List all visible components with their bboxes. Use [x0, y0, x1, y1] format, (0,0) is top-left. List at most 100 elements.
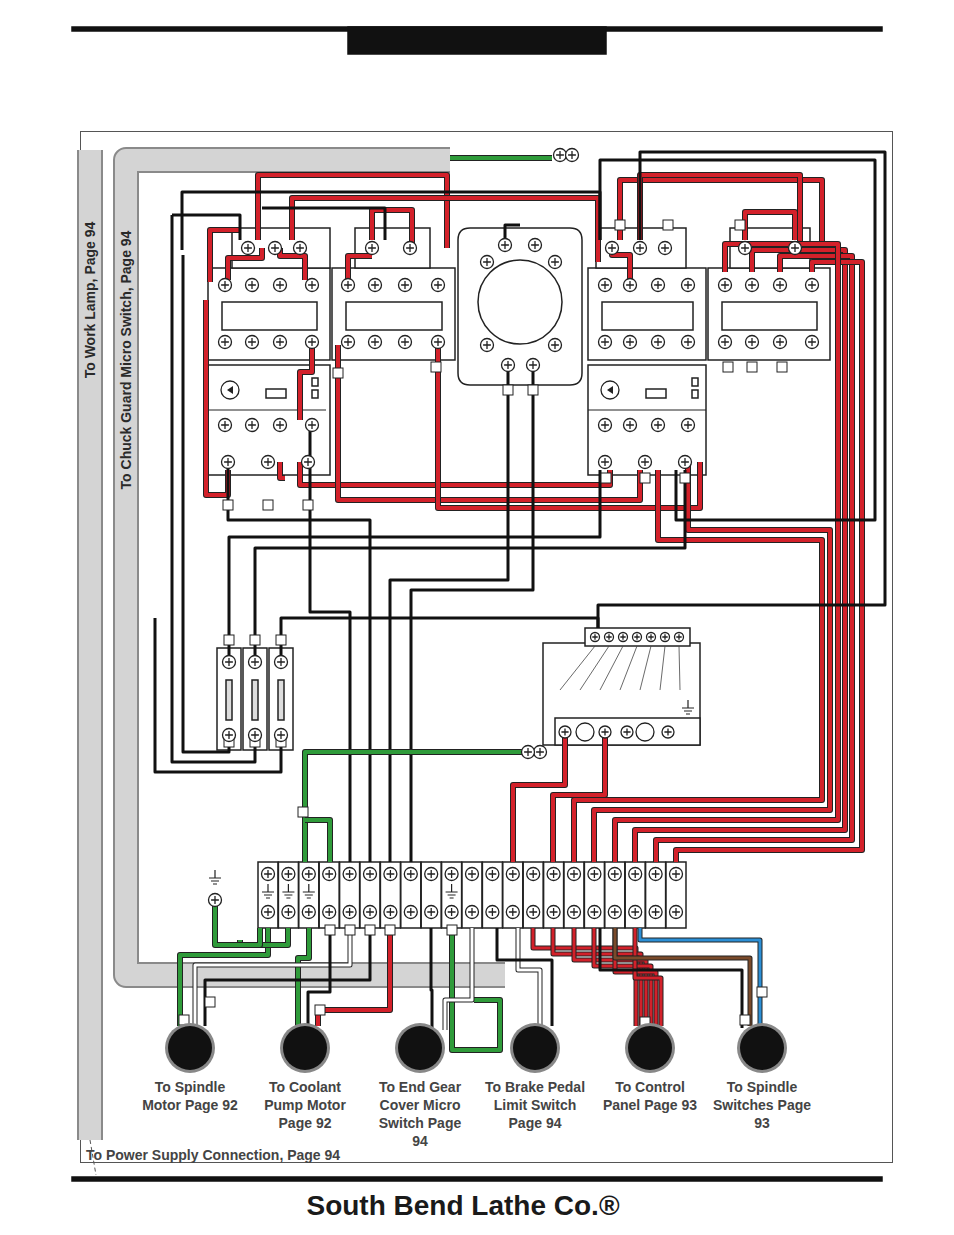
- screw-slot: [626, 281, 634, 289]
- screw-slot: [601, 281, 609, 289]
- black-wire: [431, 928, 432, 1030]
- white-wire-outline: [445, 928, 472, 1030]
- wire-marker: [528, 385, 538, 395]
- black-wire: [281, 618, 598, 662]
- conduit-label: To Chuck Guard Micro Switch, Page 94: [118, 231, 134, 490]
- black-wire: [183, 255, 229, 752]
- screw-slot: [748, 338, 756, 346]
- terminal-screw: [547, 868, 560, 881]
- red-wire-outline: [676, 262, 862, 862]
- terminal-screw: [529, 239, 542, 252]
- screw-slot: [366, 908, 374, 916]
- black-wire: [600, 160, 875, 520]
- cable-grommet: To Spindle Motor Page 92: [168, 1026, 212, 1070]
- screw-slot: [368, 244, 376, 252]
- black-wire: [205, 928, 370, 1026]
- reset-dial: [601, 381, 619, 399]
- screw-slot: [568, 151, 576, 159]
- terminal-screw: [599, 419, 612, 432]
- screw-slot: [276, 338, 284, 346]
- black-wire: [308, 928, 330, 1026]
- terminal-screw: [306, 336, 319, 349]
- screw-slot: [248, 421, 256, 429]
- screw-slot: [611, 870, 619, 878]
- red-wire-outline: [615, 244, 838, 862]
- conduit: [79, 150, 101, 1140]
- screw-slot: [448, 908, 456, 916]
- terminal-screw: [223, 729, 236, 742]
- screw-slot: [251, 658, 259, 666]
- screw-slot: [366, 870, 374, 878]
- brown-wire-outline: [615, 928, 750, 1026]
- terminal-block: [380, 862, 400, 928]
- brown-wire: [615, 928, 750, 1026]
- terminal-screw: [549, 339, 562, 352]
- cable-grommet: To End Gear Cover Micro Switch Page 94: [398, 1026, 442, 1070]
- screw-slot: [308, 281, 316, 289]
- screw-slot: [684, 338, 692, 346]
- screw-slot: [551, 258, 559, 266]
- red-wire-outline: [300, 345, 312, 420]
- terminal-screw: [499, 239, 512, 252]
- green-wire-outline: [450, 155, 552, 161]
- black-wire: [255, 470, 685, 662]
- screw-slot: [601, 338, 609, 346]
- ground-symbol: [262, 884, 274, 898]
- screw-slot: [346, 908, 354, 916]
- screw-slot: [529, 361, 537, 369]
- screw-slot: [304, 458, 312, 466]
- wire-marker: [365, 925, 375, 935]
- terminal-screw: [343, 906, 356, 919]
- cable-grommet: To Brake Pedal Limit Switch Page 94: [513, 1026, 557, 1070]
- screw-slot: [277, 658, 285, 666]
- wire-marker: [447, 925, 457, 935]
- screw-slot: [536, 748, 544, 756]
- terminal-screw: [739, 242, 752, 255]
- fuse-holder: [217, 648, 241, 750]
- screw-slot: [641, 458, 649, 466]
- terminal-screw: [364, 906, 377, 919]
- screw-slot: [325, 908, 333, 916]
- terminal-screw: [559, 726, 571, 738]
- contactor: [708, 268, 830, 360]
- screw-slot: [407, 870, 415, 878]
- screw-slot: [406, 244, 414, 252]
- terminal-screw: [486, 868, 499, 881]
- terminal-screw: [522, 746, 535, 759]
- terminal-screw: [242, 242, 255, 255]
- wire-marker: [298, 807, 308, 817]
- terminal-screw: [219, 419, 232, 432]
- panel-frame: [81, 132, 893, 1163]
- screw-slot: [654, 281, 662, 289]
- terminal-screw: [629, 868, 642, 881]
- terminal-screw: [662, 726, 674, 738]
- terminal-block: [482, 862, 502, 928]
- screw-slot: [654, 421, 662, 429]
- screw-slot: [248, 281, 256, 289]
- screw-slot: [264, 870, 272, 878]
- black-wire: [262, 208, 385, 240]
- terminal-screw: [274, 336, 287, 349]
- terminal-screw: [647, 633, 656, 642]
- terminal-screw: [506, 906, 519, 919]
- green-wire: [215, 900, 260, 945]
- terminal-screw: [661, 633, 670, 642]
- red-wire: [640, 175, 800, 245]
- screw-slot: [276, 421, 284, 429]
- ground-symbol: [282, 884, 294, 898]
- green-wire: [305, 752, 530, 862]
- contactor: [332, 268, 455, 360]
- terminal-block: [401, 862, 421, 928]
- screw-slot: [631, 870, 639, 878]
- screw-slot: [672, 908, 680, 916]
- screw-slot: [221, 338, 229, 346]
- terminal-block: [646, 862, 666, 928]
- contactor: [208, 268, 330, 360]
- terminal-block: [340, 862, 360, 928]
- terminal-screw: [679, 456, 692, 469]
- terminal-screw: [682, 336, 695, 349]
- destination-label: To Control Panel Page 93: [600, 1078, 700, 1114]
- terminal-screw: [209, 894, 222, 907]
- screw-slot: [344, 281, 352, 289]
